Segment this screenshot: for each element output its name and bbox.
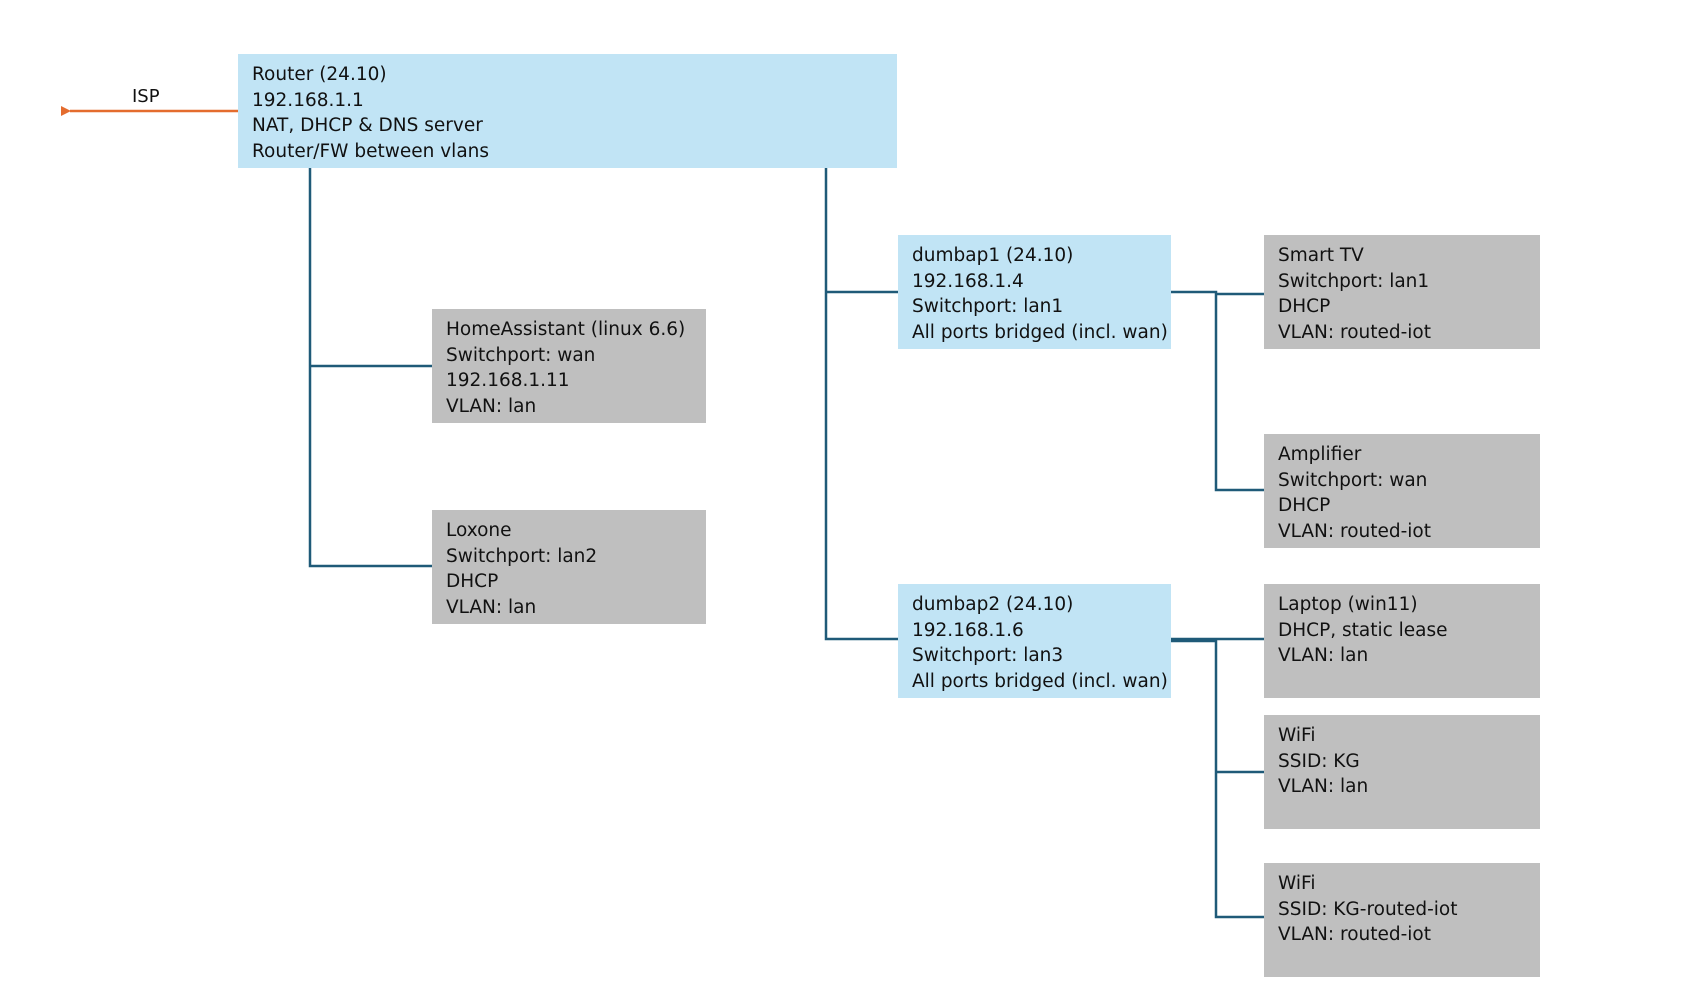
connector-dumbap2-wifi-kg-iot [1171, 639, 1264, 919]
dumbap1-switchport: Switchport: lan1 [912, 296, 1064, 317]
dumbap2-ip: 192.168.1.6 [912, 619, 1024, 641]
amplifier-node: Amplifier Switchport: wan DHCP VLAN: rou… [1264, 434, 1540, 548]
loxone-dhcp: DHCP [446, 571, 499, 592]
dumbap2-switchport: Switchport: lan3 [912, 645, 1064, 666]
loxone-vlan: VLAN: lan [446, 596, 537, 618]
homeassistant-ip: 192.168.1.11 [446, 370, 570, 391]
connector-router-dumbap2 [824, 168, 898, 641]
homeassistant-node: HomeAssistant (linux 6.6) Switchport: wa… [432, 309, 706, 423]
dumbap1-title: dumbap1 (24.10) [912, 245, 1074, 266]
connector-dumbap1-amplifier [1171, 290, 1264, 492]
laptop-node: Laptop (win11) DHCP, static lease VLAN: … [1264, 584, 1540, 698]
amplifier-dhcp: DHCP [1278, 495, 1331, 516]
wifi-kg-title: WiFi [1278, 725, 1316, 746]
dumbap1-ip: 192.168.1.4 [912, 270, 1024, 292]
wifi-kg-iot-title: WiFi [1278, 873, 1316, 894]
wifi-kg-iot-ssid: SSID: KG-routed-iot [1278, 898, 1458, 920]
laptop-vlan: VLAN: lan [1278, 645, 1369, 666]
wifi-kg-node: WiFi SSID: KG VLAN: lan [1264, 715, 1540, 829]
smart-tv-title: Smart TV [1278, 245, 1364, 266]
smart-tv-dhcp: DHCP [1278, 296, 1331, 317]
smart-tv-switchport: Switchport: lan1 [1278, 270, 1430, 292]
dumbap2-title: dumbap2 (24.10) [912, 594, 1074, 615]
wifi-kg-ssid: SSID: KG [1278, 750, 1360, 772]
isp-label: ISP [132, 86, 160, 107]
laptop-title: Laptop (win11) [1278, 594, 1418, 615]
homeassistant-vlan: VLAN: lan [446, 395, 537, 417]
smart-tv-node: Smart TV Switchport: lan1 DHCP VLAN: rou… [1264, 235, 1540, 349]
laptop-dhcp: DHCP, static lease [1278, 619, 1448, 641]
dumbap2-node: dumbap2 (24.10) 192.168.1.6 Switchport: … [898, 584, 1171, 698]
loxone-switchport: Switchport: lan2 [446, 545, 598, 567]
loxone-node: Loxone Switchport: lan2 DHCP VLAN: lan [432, 510, 706, 624]
amplifier-vlan: VLAN: routed-iot [1278, 520, 1432, 542]
amplifier-title: Amplifier [1278, 444, 1362, 465]
loxone-title: Loxone [446, 520, 512, 541]
connectors [308, 168, 1264, 919]
dumbap1-node: dumbap1 (24.10) 192.168.1.4 Switchport: … [898, 235, 1171, 349]
wifi-kg-iot-vlan: VLAN: routed-iot [1278, 924, 1432, 945]
router-role: NAT, DHCP & DNS server [252, 115, 483, 136]
router-node: Router (24.10) 192.168.1.1 NAT, DHCP & D… [238, 54, 897, 168]
dumbap2-bridge: All ports bridged (incl. wan) [912, 670, 1168, 692]
connector-router-loxone [308, 168, 432, 568]
dumbap1-bridge: All ports bridged (incl. wan) [912, 321, 1168, 343]
router-ip: 192.168.1.1 [252, 89, 364, 111]
wifi-kg-iot-node: WiFi SSID: KG-routed-iot VLAN: routed-io… [1264, 863, 1540, 977]
router-title: Router (24.10) [252, 64, 387, 85]
router-firewall: Router/FW between vlans [252, 140, 490, 162]
amplifier-switchport: Switchport: wan [1278, 469, 1428, 491]
smart-tv-vlan: VLAN: routed-iot [1278, 321, 1432, 343]
homeassistant-title: HomeAssistant (linux 6.6) [446, 319, 686, 340]
homeassistant-switchport: Switchport: wan [446, 344, 596, 366]
wifi-kg-vlan: VLAN: lan [1278, 776, 1369, 797]
